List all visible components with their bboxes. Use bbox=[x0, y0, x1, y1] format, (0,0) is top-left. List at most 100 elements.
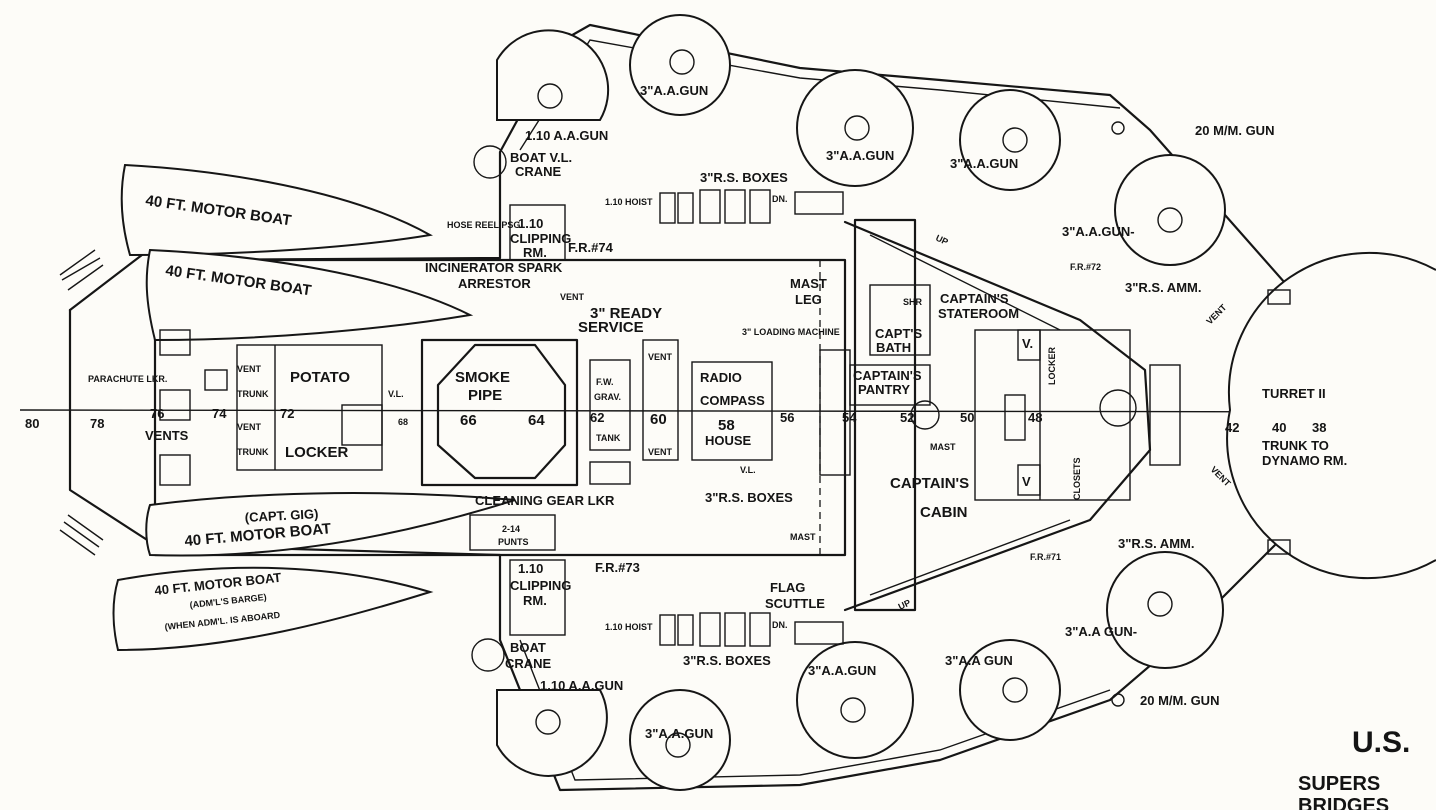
mast-label: MAST bbox=[790, 532, 816, 542]
clipping-room-label: RM. bbox=[523, 593, 547, 608]
aa-gun-label: 1.10 A.A.GUN bbox=[540, 678, 623, 693]
capt-gig-label: (CAPT. GIG) bbox=[244, 506, 318, 525]
vl-label: V.L. bbox=[740, 465, 756, 475]
turret bbox=[1226, 251, 1436, 580]
frame-number: 48 bbox=[1028, 410, 1042, 425]
frame-number: 64 bbox=[528, 412, 545, 429]
incinerator-label: ARRESTOR bbox=[458, 276, 531, 291]
frame-ref-label: F.R.#73 bbox=[595, 560, 640, 575]
vent-label: VENT bbox=[648, 352, 673, 362]
frame-number: 40 bbox=[1272, 420, 1286, 435]
flag-scuttle-label: FLAG bbox=[770, 580, 805, 595]
frame-ref-label: F.R.#71 bbox=[1030, 552, 1061, 562]
frame-number: 76 bbox=[150, 406, 164, 421]
aa-gun-label: 3"A.A GUN- bbox=[1065, 624, 1137, 639]
frame-number: 54 bbox=[842, 410, 857, 425]
aa-gun-label: 3"A.A.GUN- bbox=[1062, 224, 1135, 239]
aa-gun-label: 1.10 A.A.GUN bbox=[525, 128, 608, 143]
fw-tank-label: GRAV. bbox=[594, 392, 621, 402]
up-label: UP bbox=[897, 597, 913, 611]
ready-service-label: SERVICE bbox=[578, 319, 644, 336]
aa-gun-label: 3"A.A.GUN bbox=[950, 156, 1018, 171]
closets-label: CLOSETS bbox=[1072, 457, 1082, 500]
plate-subtitle: SUPERS bbox=[1298, 773, 1380, 795]
crane-label: BOAT V.L. bbox=[510, 150, 572, 165]
radio-compass-label: RADIO bbox=[700, 370, 742, 385]
captains-pantry-label: CAPTAIN'S bbox=[853, 368, 922, 383]
capts-bath-label: BATH bbox=[876, 340, 911, 355]
v-label: V. bbox=[1022, 336, 1033, 351]
rs-boxes bbox=[659, 189, 844, 647]
hoist-label: 1.10 HOIST bbox=[605, 622, 653, 632]
captains-cabin-label: CAPTAIN'S bbox=[890, 475, 969, 492]
rs-ammunition-label: 3"R.S. AMM. bbox=[1125, 280, 1201, 295]
punts-label: PUNTS bbox=[498, 537, 529, 547]
punts-label: 2-14 bbox=[502, 524, 520, 534]
gun-label: 20 M/M. GUN bbox=[1195, 123, 1274, 138]
frame-number: 60 bbox=[650, 411, 667, 428]
frame-number: 66 bbox=[460, 412, 477, 429]
radio-compass-label: COMPASS bbox=[700, 393, 765, 408]
motor-boats bbox=[112, 163, 516, 652]
turret-label: TURRET II bbox=[1262, 386, 1326, 401]
smoke-pipe-label: SMOKE bbox=[455, 369, 510, 386]
frame-number: 56 bbox=[780, 410, 794, 425]
frame-number: 42 bbox=[1225, 420, 1239, 435]
captains-cabin-label: CABIN bbox=[920, 504, 968, 521]
captains-stateroom-label: CAPTAIN'S bbox=[940, 291, 1009, 306]
crane-label: CRANE bbox=[515, 164, 562, 179]
cleaning-gear-label: CLEANING GEAR LKR bbox=[475, 493, 615, 508]
frame-number: 50 bbox=[960, 410, 974, 425]
aa-gun-label: 3"A.A.GUN bbox=[645, 726, 713, 741]
interior-rooms bbox=[159, 204, 1181, 636]
trunk-dynamo-label: TRUNK TO bbox=[1262, 438, 1329, 453]
dn-label: DN. bbox=[772, 620, 788, 630]
ready-service-label: 3" READY bbox=[590, 305, 662, 322]
aa-gun-label: 3"A.A.GUN bbox=[640, 83, 708, 98]
vent-trunk-label: TRUNK bbox=[237, 389, 269, 399]
rs-ammunition-label: 3"R.S. AMM. bbox=[1118, 536, 1194, 551]
v-label: V bbox=[1022, 474, 1031, 489]
up-label: UP bbox=[934, 233, 950, 247]
aa-gun-label: 3"A.A.GUN bbox=[826, 148, 894, 163]
frame-number: 68 bbox=[398, 417, 408, 427]
rs-boxes-label: 3"R.S. BOXES bbox=[705, 490, 793, 505]
aa-gun-label: 3"A.A GUN bbox=[945, 653, 1013, 668]
smoke-pipe-label: PIPE bbox=[468, 387, 502, 404]
dn-label: DN. bbox=[772, 194, 788, 204]
trunk-dynamo-label: DYNAMO RM. bbox=[1262, 453, 1347, 468]
crane-label: CRANE bbox=[505, 656, 552, 671]
gun-label: 20 M/M. GUN bbox=[1140, 693, 1219, 708]
frame-number: 78 bbox=[90, 416, 104, 431]
frame-number: 38 bbox=[1312, 420, 1326, 435]
mast-leg-label: LEG bbox=[795, 292, 822, 307]
ladders bbox=[59, 249, 1291, 556]
rs-boxes-label: 3"R.S. BOXES bbox=[683, 653, 771, 668]
capts-bath-label: CAPT'S bbox=[875, 326, 922, 341]
vent-trunk-label: VENT bbox=[237, 364, 262, 374]
vent-trunk-label: VENT bbox=[237, 422, 262, 432]
frame-number: 58 bbox=[718, 417, 735, 434]
hose-reel-label: HOSE REEL PSG. bbox=[447, 220, 523, 230]
frame-number: 62 bbox=[590, 410, 604, 425]
vent-label: VENT bbox=[648, 447, 673, 457]
loading-machine-label: 3" LOADING MACHINE bbox=[742, 327, 840, 337]
flag-scuttle-label: SCUTTLE bbox=[765, 596, 825, 611]
vent-trunk-label: TRUNK bbox=[237, 447, 269, 457]
locker-label: LOCKER bbox=[1047, 347, 1057, 386]
fw-tank-label: F.W. bbox=[596, 377, 614, 387]
plate-subtitle: BRIDGES bbox=[1298, 795, 1389, 810]
fw-tank-label: TANK bbox=[596, 433, 621, 443]
frame-ref-label: F.R.#74 bbox=[568, 240, 614, 255]
captains-stateroom-label: STATEROOM bbox=[938, 306, 1019, 321]
incinerator-label: INCINERATOR SPARK bbox=[425, 260, 563, 275]
clipping-room-label: RM. bbox=[523, 245, 547, 260]
vents-label: VENTS bbox=[145, 428, 189, 443]
crane-label: BOAT bbox=[510, 640, 546, 655]
radio-compass-label: HOUSE bbox=[705, 433, 752, 448]
potato-locker-label: LOCKER bbox=[285, 444, 349, 461]
frame-number: 72 bbox=[280, 406, 294, 421]
captains-pantry-label: PANTRY bbox=[858, 382, 910, 397]
aa-gun-label: 3"A.A.GUN bbox=[808, 663, 876, 678]
